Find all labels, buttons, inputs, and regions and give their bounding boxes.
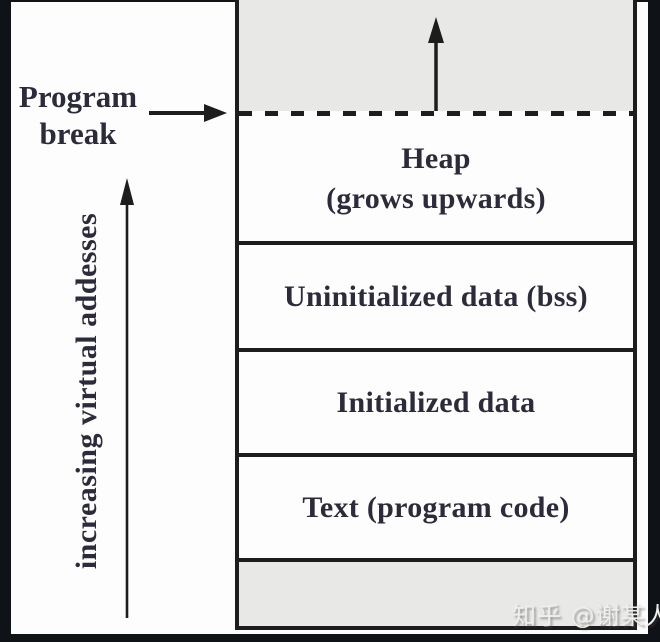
section-uninitialized-data: Uninitialized data (bss): [239, 245, 633, 348]
segment-divider: [239, 453, 633, 457]
initialized-data-label: Initialized data: [336, 385, 536, 419]
segment-divider: [239, 558, 633, 562]
frame-edge-bottom: [0, 634, 660, 642]
grow-up-arrow-icon: [428, 17, 444, 111]
program-break-dashed-line: [239, 111, 633, 116]
increasing-addresses-arrow-icon: [120, 178, 134, 618]
memory-box: Heap (grows upwards) Uninitialized data …: [235, 0, 637, 630]
heap-label-line1: Heap: [401, 141, 471, 175]
program-break-label: Program break: [8, 78, 148, 152]
section-stack-area: [239, 0, 633, 111]
segment-divider: [239, 348, 633, 352]
watermark: 知乎 @谢某人: [512, 602, 660, 630]
program-break-label-line2: break: [39, 116, 117, 151]
frame-edge-right: [648, 0, 660, 642]
segment-divider: [239, 241, 633, 245]
frame-edge-left: [0, 0, 11, 642]
uninitialized-data-label: Uninitialized data (bss): [284, 279, 588, 313]
heap-label-line2: (grows upwards): [326, 181, 546, 215]
text-segment-label: Text (program code): [302, 490, 570, 524]
section-heap: Heap (grows upwards): [239, 116, 633, 241]
section-initialized-data: Initialized data: [239, 352, 633, 453]
program-break-arrow-icon: [149, 104, 227, 122]
program-break-label-line1: Program: [18, 79, 138, 114]
section-bottom-area: [239, 562, 633, 626]
axis-label: increasing virtual addesses: [70, 212, 103, 570]
section-text-segment: Text (program code): [239, 457, 633, 558]
